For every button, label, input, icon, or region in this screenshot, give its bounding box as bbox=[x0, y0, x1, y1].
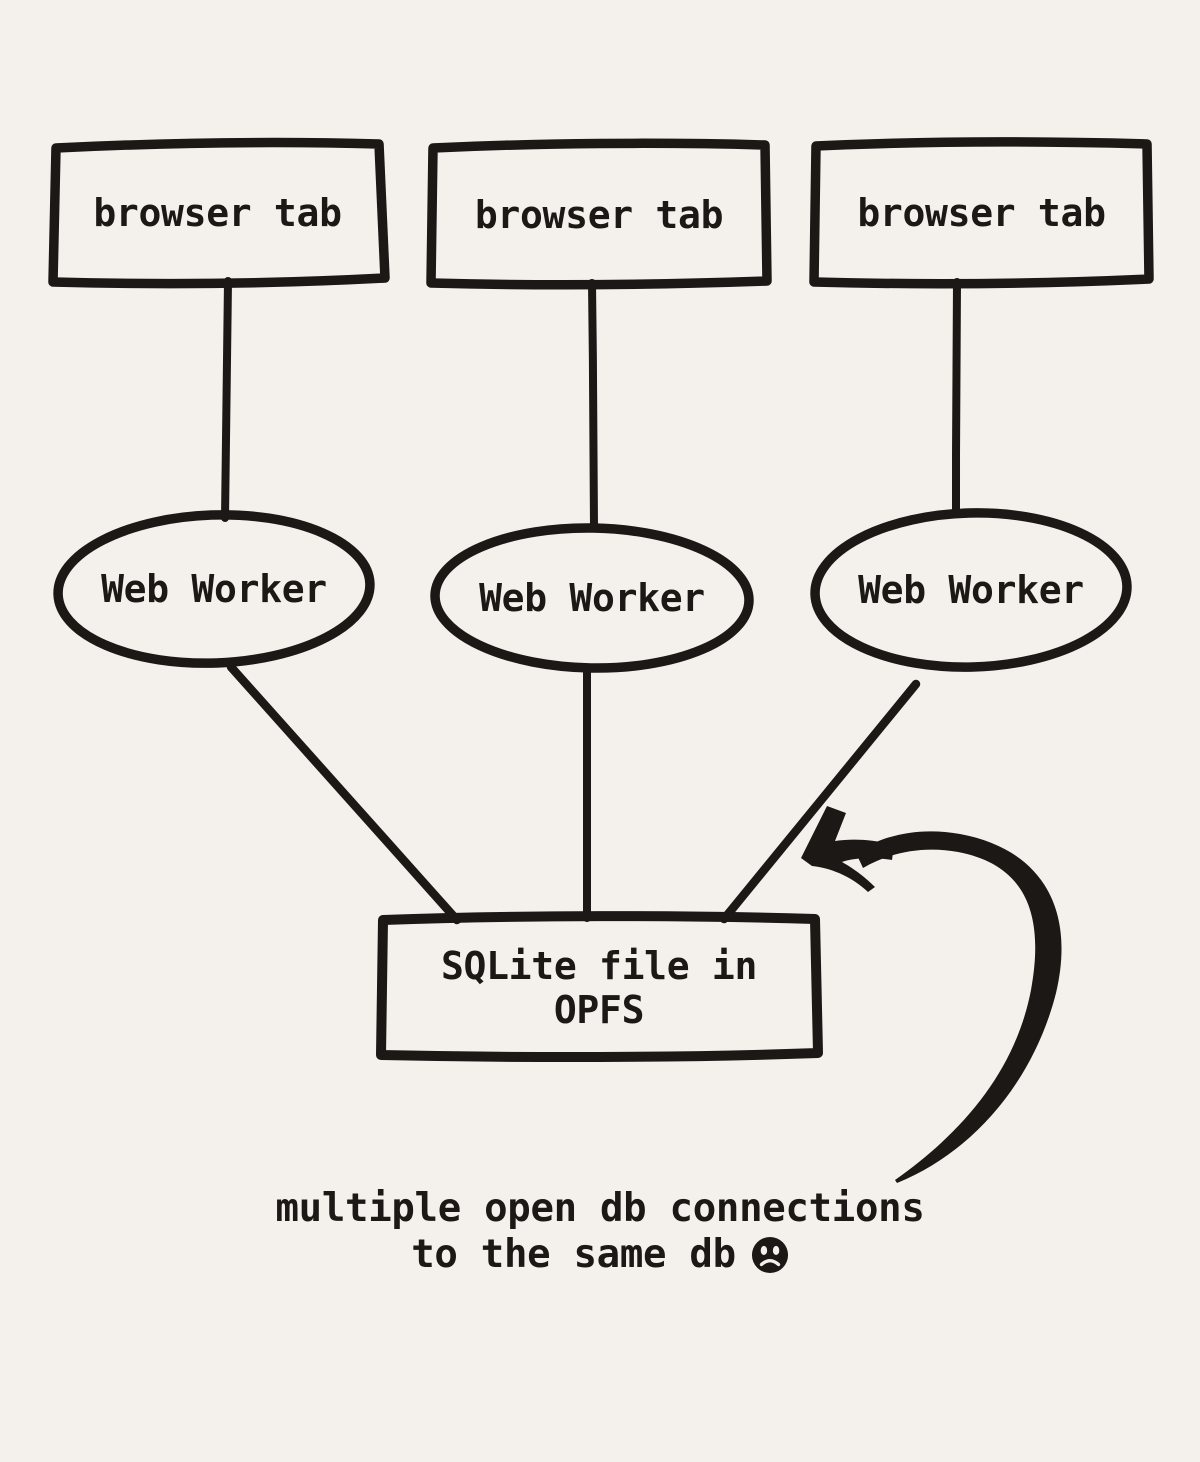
web-worker-2-label: Web Worker bbox=[479, 576, 705, 620]
caption-line1: multiple open db connections bbox=[275, 1186, 925, 1231]
web-worker-3-label: Web Worker bbox=[858, 568, 1084, 612]
browser-tab-2-label: browser tab bbox=[474, 192, 724, 237]
annotation-arrow-head bbox=[801, 806, 894, 892]
browser-tab-1-label: browser tab bbox=[93, 190, 342, 235]
caption-line2: to the same db bbox=[0, 1232, 1200, 1277]
browser-tab-1-box bbox=[48, 137, 390, 289]
sqlite-node-label: SQLite file in OPFS bbox=[380, 918, 818, 1057]
worker-db-link-1 bbox=[226, 662, 462, 925]
sqlite-label-line1: SQLite file in bbox=[440, 943, 758, 988]
browser-tab-2-box bbox=[426, 138, 772, 290]
browser-tab-3-box bbox=[809, 137, 1154, 289]
tab-worker-link-1 bbox=[221, 277, 232, 522]
caption-line2-text: to the same db bbox=[411, 1232, 736, 1277]
web-worker-3-ellipse bbox=[810, 508, 1132, 672]
worker-db-link-3 bbox=[719, 679, 921, 924]
annotation-arrow-curve bbox=[856, 831, 1062, 1183]
tab-worker-link-3 bbox=[952, 278, 961, 515]
web-worker-1-label: Web Worker bbox=[101, 567, 327, 611]
caption: multiple open db connections to the same… bbox=[0, 1186, 1200, 1277]
sad-face-icon bbox=[751, 1236, 788, 1273]
sqlite-box bbox=[376, 911, 823, 1063]
tab-worker-link-2 bbox=[588, 279, 598, 532]
web-worker-1-ellipse bbox=[53, 510, 375, 668]
sqlite-label-line2: OPFS bbox=[553, 987, 645, 1032]
browser-tab-3-label: browser tab bbox=[857, 191, 1106, 235]
